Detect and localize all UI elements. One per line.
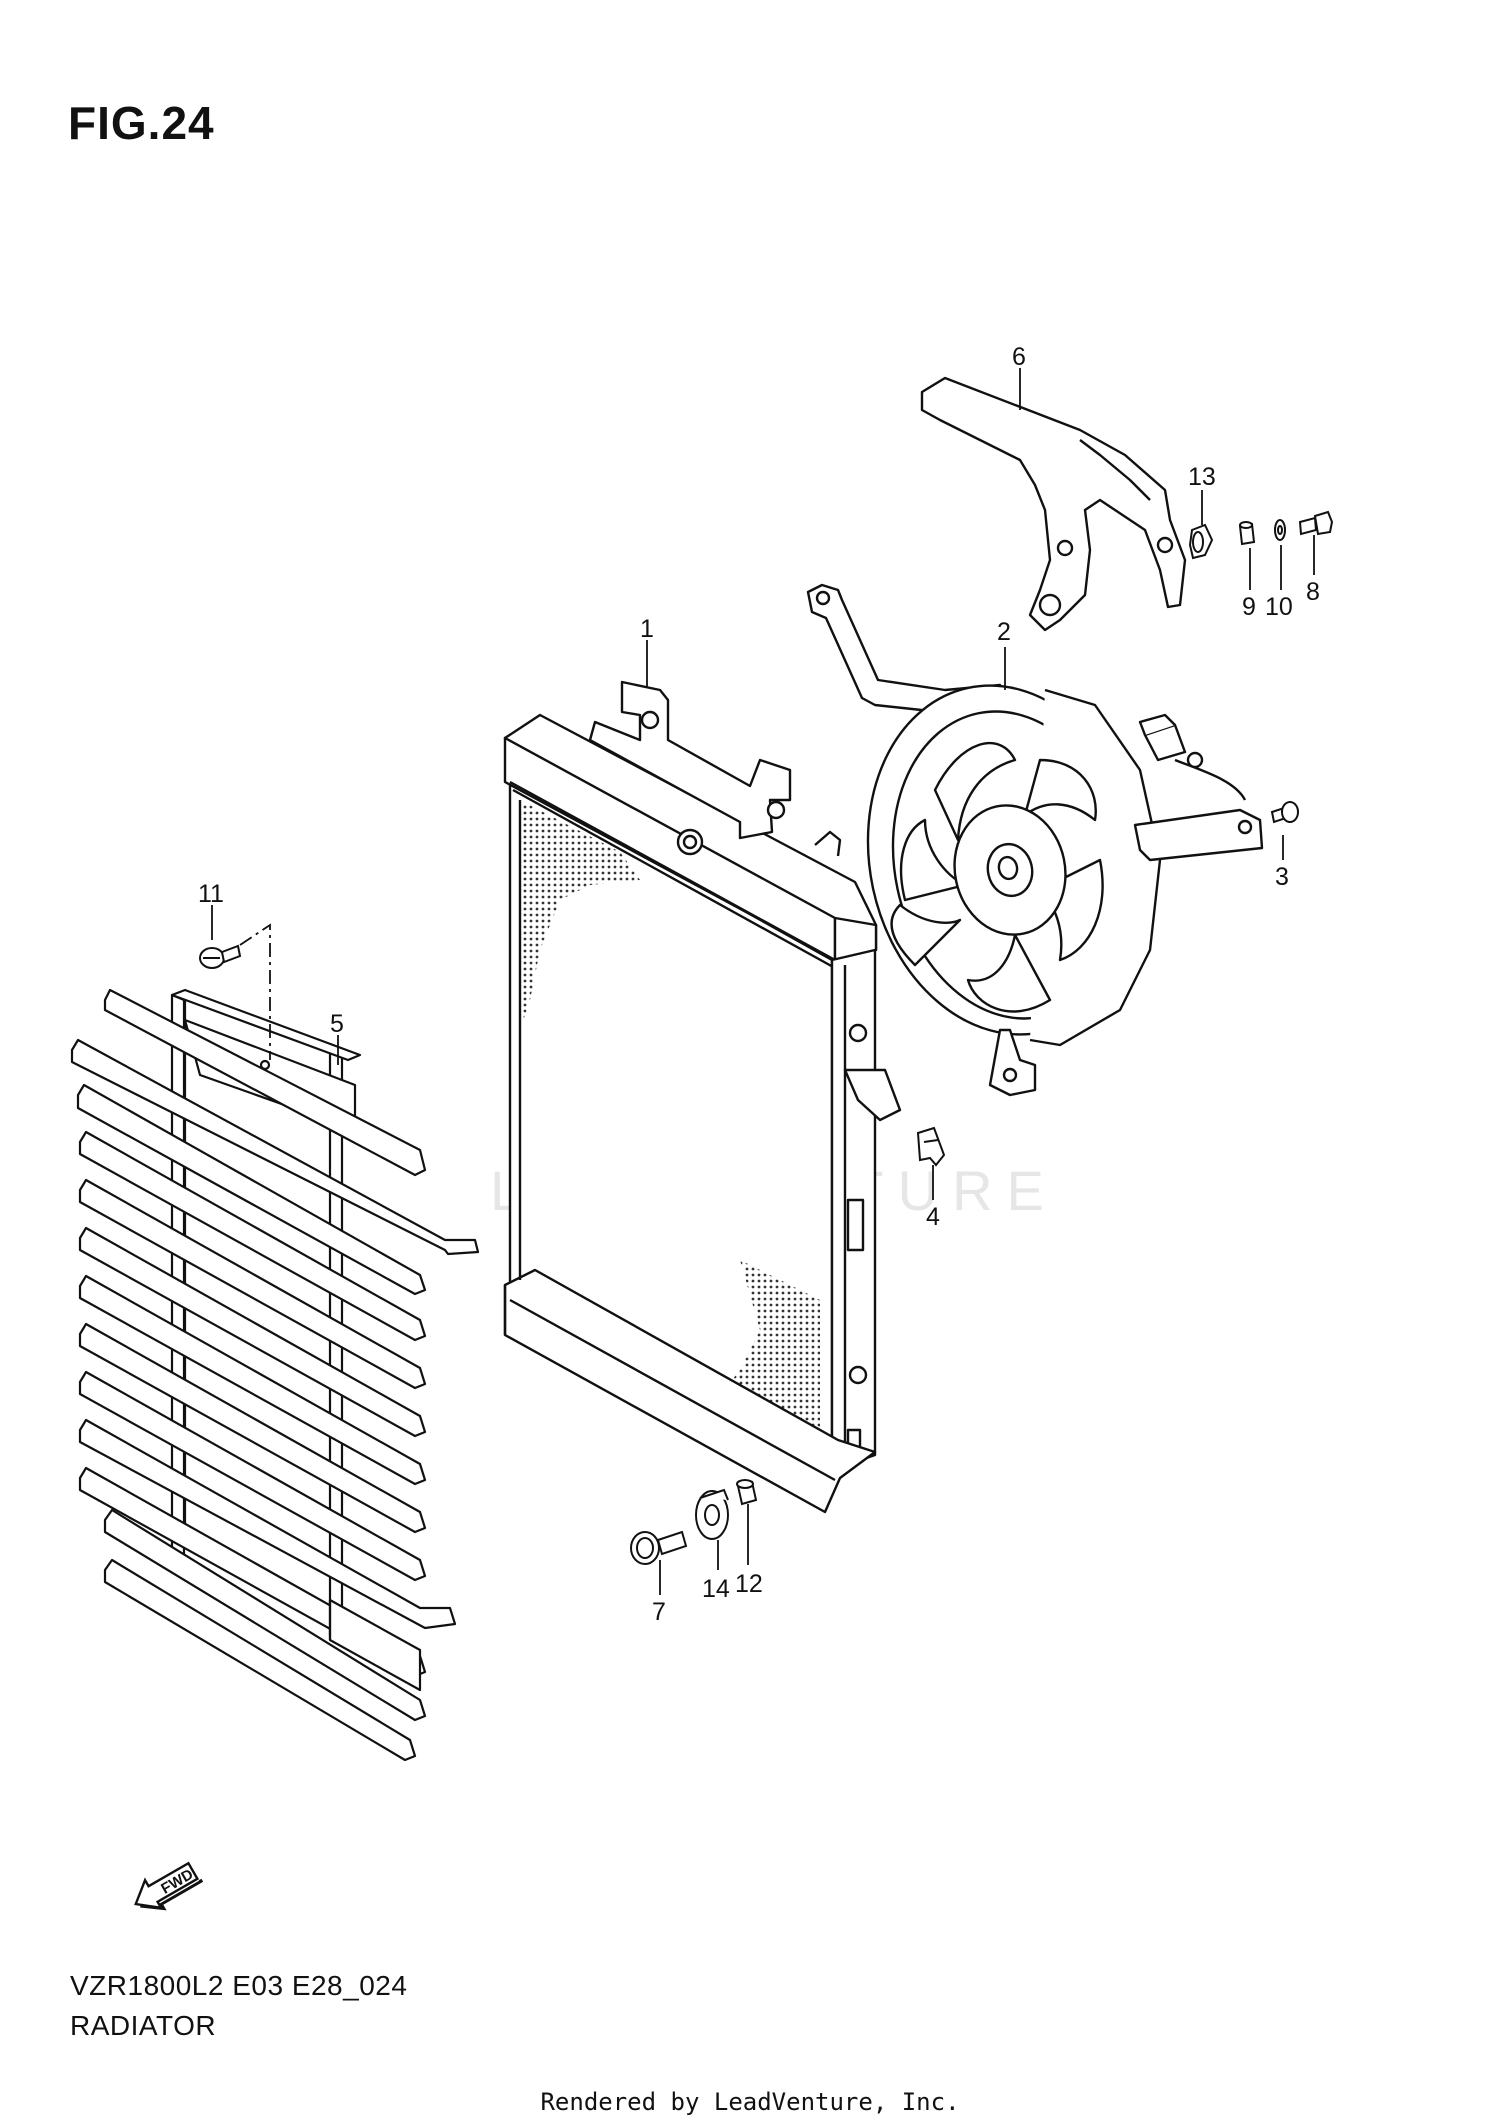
callout-2: 2 <box>997 618 1011 646</box>
bracket-6 <box>920 376 1187 632</box>
grille-slats <box>70 988 480 1762</box>
callout-8: 8 <box>1306 578 1320 606</box>
callout-12: 12 <box>735 1570 763 1598</box>
clip-4 <box>916 1126 946 1167</box>
callout-11: 11 <box>198 880 224 908</box>
collar-9 <box>1238 521 1256 546</box>
leader-lines <box>337 368 1315 1595</box>
radiator <box>503 680 902 1514</box>
fwd-arrow-icon: FWD <box>134 1861 204 1911</box>
diagram-code: VZR1800L2 E03 E28_024 <box>70 1970 408 2001</box>
cooling-fan <box>806 583 1264 1097</box>
callout-4: 4 <box>926 1203 940 1231</box>
leader-line <box>239 923 271 1060</box>
bolt-8 <box>1298 510 1334 536</box>
callout-5: 5 <box>330 1010 344 1038</box>
callout-6: 6 <box>1012 343 1026 371</box>
footer-credit: Rendered by LeadVenture, Inc. <box>540 2088 960 2116</box>
diagram-name: RADIATOR <box>70 2010 217 2041</box>
callout-10: 10 <box>1265 593 1293 621</box>
grommet-13 <box>1188 523 1214 560</box>
screw-11 <box>199 944 242 969</box>
louver-grille <box>70 988 480 1762</box>
callout-9: 9 <box>1242 593 1256 621</box>
callout-14: 14 <box>702 1575 730 1603</box>
callout-3: 3 <box>1275 863 1289 891</box>
callout-1: 1 <box>640 615 654 643</box>
bolt-3 <box>1270 801 1299 824</box>
washer-10 <box>1274 519 1286 541</box>
bolt-7 <box>630 1530 688 1565</box>
callout-7: 7 <box>652 1598 666 1626</box>
figure-title: FIG.24 <box>68 97 215 149</box>
callout-13: 13 <box>1188 463 1216 491</box>
cushion-14 <box>695 1488 729 1540</box>
collar-12 <box>736 1479 758 1506</box>
